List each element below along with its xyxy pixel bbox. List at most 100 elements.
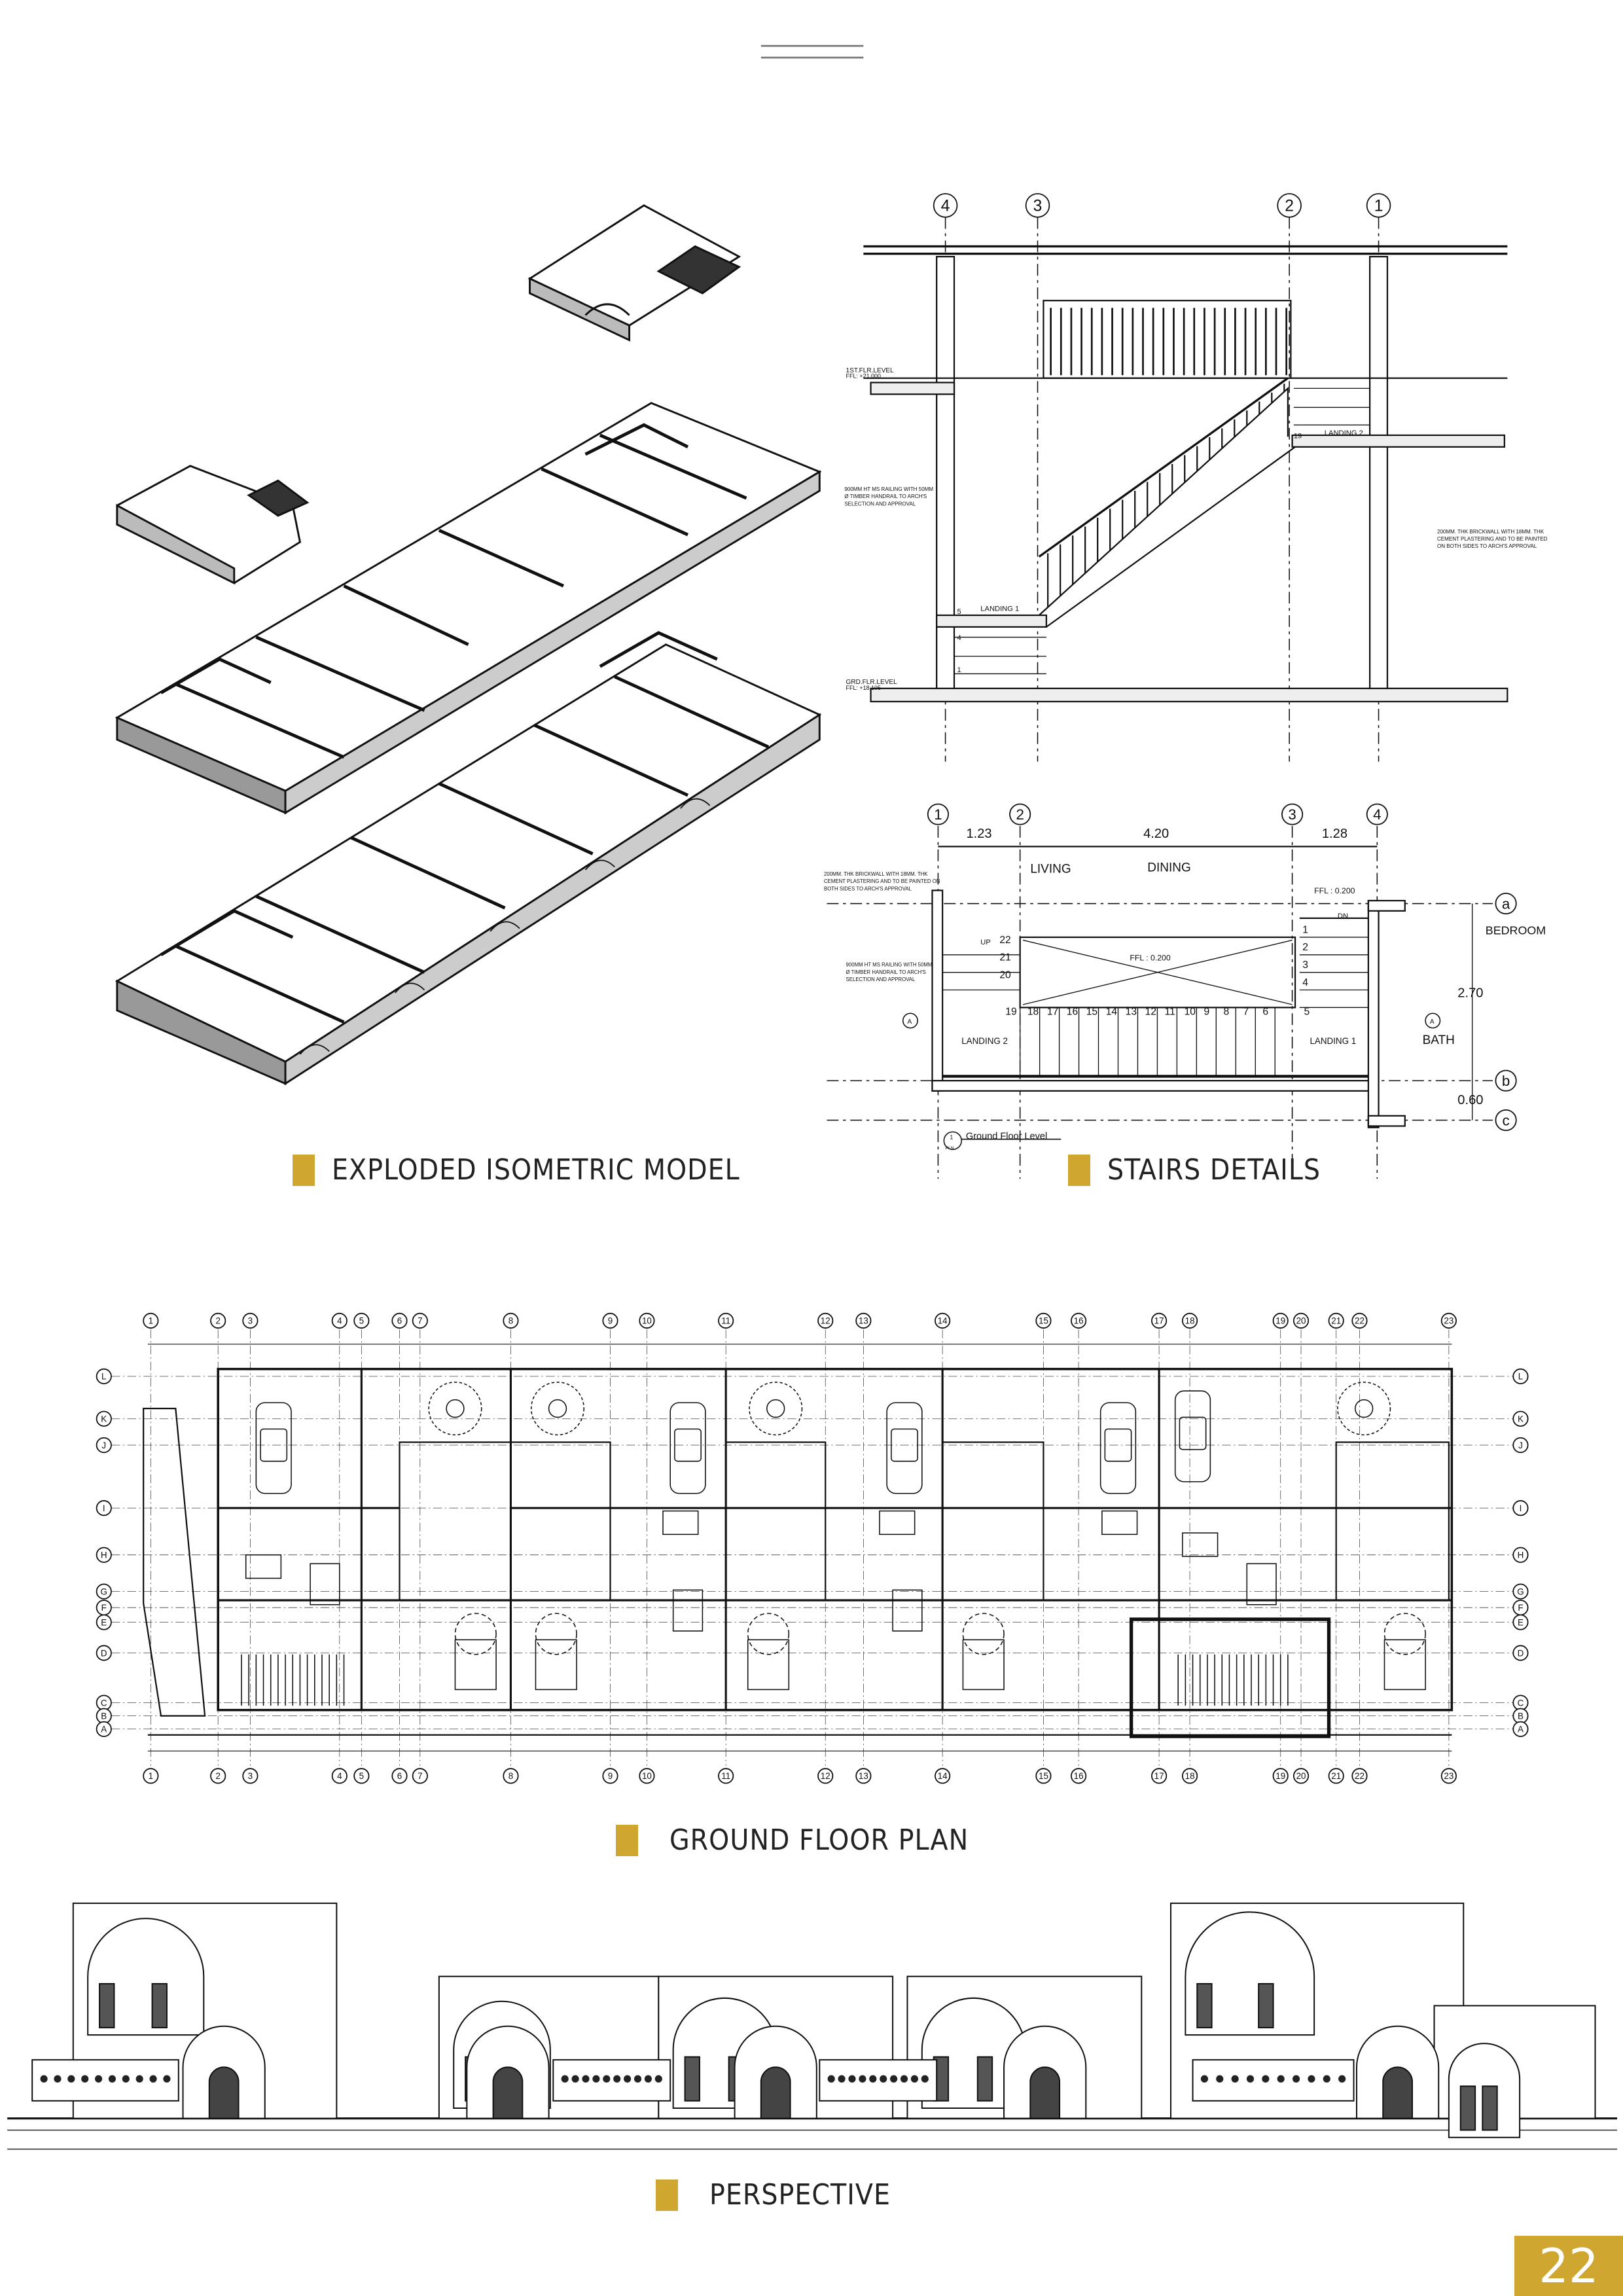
- caption-text: PERSPECTIVE: [709, 2178, 891, 2212]
- step-number: 15: [1086, 1007, 1098, 1018]
- svg-text:12: 12: [821, 1771, 830, 1781]
- caption-perspective: PERSPECTIVE: [656, 2178, 891, 2212]
- step-number: 4: [1302, 977, 1308, 988]
- svg-text:B: B: [1518, 1711, 1524, 1721]
- grid-bubble-16: 16: [1071, 1312, 1087, 1329]
- row-bubble-J: J: [1512, 1437, 1529, 1454]
- stair-section-labels: 1ST.FLR.LEVEL FFL: +21.000 GRD.FLR.LEVEL…: [844, 367, 1547, 691]
- svg-text:5: 5: [359, 1316, 364, 1326]
- svg-text:200MM. THK BRICKWALL WITH 18MM: 200MM. THK BRICKWALL WITH 18MM. THK: [824, 871, 928, 877]
- dining-table-icon: [1246, 1563, 1277, 1605]
- svg-text:SELECTION AND APPROVAL: SELECTION AND APPROVAL: [844, 501, 916, 507]
- bed-icon: [535, 1613, 577, 1691]
- first-floor-level-label: 1ST.FLR.LEVEL: [846, 367, 895, 374]
- dining-table-icon: [672, 1589, 704, 1632]
- row-bubble-H: H: [96, 1547, 112, 1563]
- step-number: 21: [999, 952, 1010, 963]
- row-bubble-B: B: [96, 1708, 112, 1724]
- svg-text:4: 4: [337, 1316, 342, 1326]
- house-middle: [1433, 2005, 1596, 2138]
- svg-text:20: 20: [1296, 1771, 1306, 1781]
- bed-icon: [962, 1613, 1005, 1691]
- landing-2-label: LANDING 2: [1325, 429, 1363, 437]
- svg-text:19: 19: [1275, 1316, 1285, 1326]
- svg-text:4: 4: [337, 1771, 342, 1781]
- grid-bubble-6: 6: [391, 1312, 408, 1329]
- svg-text:13: 13: [859, 1771, 868, 1781]
- landing-1-label: LANDING 1: [1310, 1036, 1356, 1046]
- sofa-icon: [662, 1510, 699, 1535]
- svg-text:17: 17: [1154, 1316, 1164, 1326]
- up-label: UP: [980, 939, 991, 946]
- caption-text: GROUND FLOOR PLAN: [669, 1823, 969, 1857]
- row-bubble-G: G: [1512, 1583, 1529, 1600]
- step-number: 19: [1005, 1007, 1016, 1018]
- grid-bubble-1: 1: [143, 1768, 159, 1784]
- step-1: 1: [957, 666, 961, 674]
- dim-060: 0.60: [1457, 1093, 1483, 1107]
- perspective-elevation: [7, 1902, 1618, 2150]
- grid-bubble-20: 20: [1293, 1312, 1310, 1329]
- caption-exploded-isometric-model: EXPLODED ISOMETRIC MODEL: [293, 1153, 740, 1187]
- sofa-icon: [1182, 1532, 1219, 1557]
- svg-text:L: L: [101, 1372, 107, 1382]
- svg-text:22: 22: [1355, 1316, 1364, 1326]
- wall-note: 200MM. THK BRICKWALL WITH 18MM. THK CEME…: [1437, 529, 1548, 549]
- svg-text:E: E: [1518, 1617, 1524, 1627]
- row-bubble-F: F: [96, 1600, 112, 1616]
- step-number: 7: [1243, 1007, 1249, 1018]
- ground-floor-level-label: GRD.FLR.LEVEL: [846, 679, 898, 686]
- svg-text:11: 11: [721, 1316, 730, 1326]
- svg-text:3: 3: [1288, 806, 1296, 823]
- svg-text:A: A: [1430, 1018, 1435, 1026]
- grid-bubble-7: 7: [412, 1768, 428, 1784]
- step-number: 22: [999, 935, 1010, 946]
- bed-icon: [1383, 1613, 1426, 1691]
- row-bubble-L: L: [96, 1368, 112, 1384]
- sofa-icon: [1101, 1510, 1138, 1535]
- step-number: 5: [1304, 1007, 1310, 1018]
- grid-bubble-10: 10: [639, 1312, 655, 1329]
- grid-bubble-2: 2: [1009, 803, 1031, 825]
- svg-text:CEMENT PLASTERING AND TO BE PA: CEMENT PLASTERING AND TO BE PAINTED: [1437, 536, 1548, 542]
- svg-text:F: F: [101, 1603, 107, 1613]
- stair-plan-labels: 1.23 4.20 1.28 LIVING DINING BEDROOM BAT…: [824, 827, 1546, 1151]
- grid-bubble-4: 4: [331, 1312, 348, 1329]
- step-5: 5: [957, 608, 961, 616]
- caption-ground-floor-plan: GROUND FLOOR PLAN: [616, 1823, 969, 1857]
- row-bubble-H: H: [1512, 1547, 1529, 1563]
- svg-text:9: 9: [608, 1316, 613, 1326]
- row-bubble-B: B: [1512, 1708, 1529, 1724]
- landing-2-label: LANDING 2: [961, 1036, 1008, 1046]
- grid-bubble-1: 1: [1366, 193, 1391, 218]
- svg-text:H: H: [101, 1551, 107, 1560]
- grid-bubble-8: 8: [503, 1312, 519, 1329]
- svg-text:1: 1: [950, 1134, 953, 1141]
- grid-bubble-17: 17: [1151, 1768, 1168, 1784]
- row-bubble-c: c: [1495, 1109, 1517, 1132]
- grid-bubble-15: 15: [1035, 1312, 1052, 1329]
- svg-text:16: 16: [1074, 1316, 1084, 1326]
- grid-bubble-18: 18: [1181, 1312, 1198, 1329]
- grid-bubble-11: 11: [718, 1312, 734, 1329]
- step-number: 10: [1185, 1007, 1196, 1018]
- row-bubble-D: D: [1512, 1645, 1529, 1661]
- caption-text: STAIRS DETAILS: [1107, 1153, 1321, 1187]
- grid-bubble-4: 4: [331, 1768, 348, 1784]
- row-bubble-K: K: [96, 1410, 112, 1427]
- svg-text:3: 3: [248, 1771, 253, 1781]
- svg-text:I: I: [1520, 1503, 1522, 1513]
- svg-text:CEMENT PLASTERING AND TO BE PA: CEMENT PLASTERING AND TO BE PAINTED ON: [824, 878, 940, 884]
- grid-bubble-23: 23: [1440, 1768, 1457, 1784]
- car-icon: [669, 1402, 706, 1494]
- grid-bubble-6: 6: [391, 1768, 408, 1784]
- svg-text:8: 8: [508, 1316, 513, 1326]
- svg-text:D: D: [101, 1648, 107, 1658]
- svg-text:10: 10: [642, 1316, 652, 1326]
- grid-bubble-8: 8: [503, 1768, 519, 1784]
- grid-bubble-2: 2: [1277, 193, 1302, 218]
- step-19: 19: [1294, 432, 1302, 440]
- svg-text:c: c: [1503, 1113, 1510, 1129]
- bed-icon: [454, 1613, 497, 1691]
